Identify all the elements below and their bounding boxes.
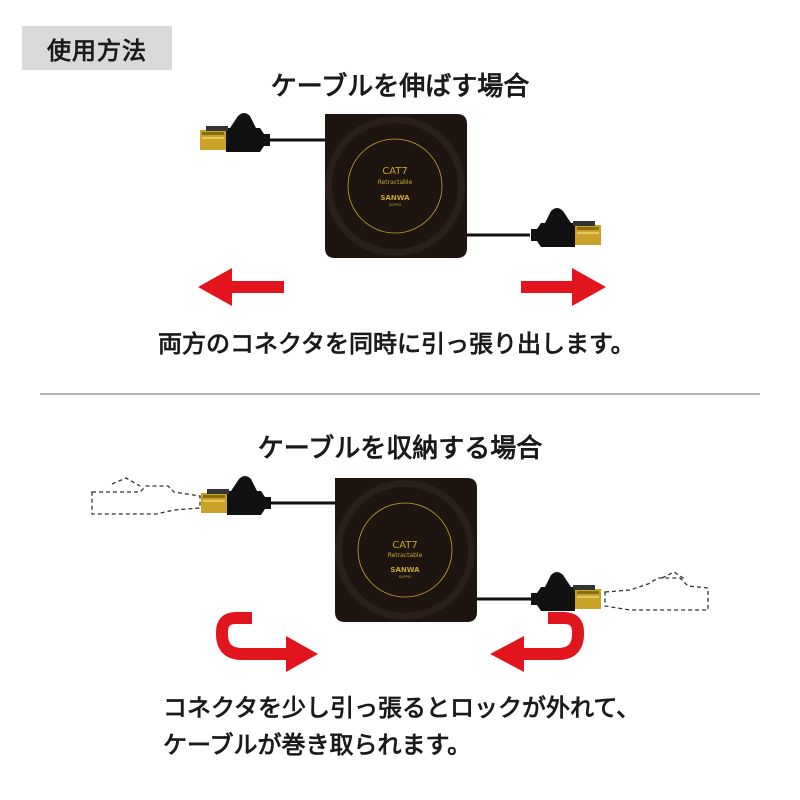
ghost-connector-left-icon [91,477,201,515]
reel-model-label: CAT7 [382,166,408,177]
section-badge: 使用方法 [22,26,172,70]
extend-cable-assembly: CAT7 Retractable SANWA SUPPLY [200,113,601,259]
retract-caption-line1: コネクタを少し引っ張るとロックが外れて、 [163,694,641,722]
reel-brand-label: SANWA [390,566,420,574]
arrow-left-icon [198,268,284,306]
ghost-connector-right-icon [604,571,709,611]
right-connector-icon [531,208,601,247]
retract-caption-line2: ケーブルが巻き取られます。 [163,731,472,759]
arrow-right-icon [521,268,606,306]
retract-heading: ケーブルを収納する場合 [257,434,543,464]
right-connector-icon [531,572,601,611]
extend-heading: ケーブルを伸ばす場合 [270,72,530,102]
reel-brand-sub-label: SUPPLY [389,203,402,207]
reel-brand-sub-label: SUPPLY [399,575,412,579]
left-connector-icon [201,476,271,515]
extend-caption: 両方のコネクタを同時に引っ張り出します。 [158,330,635,358]
reel-type-label: Retractable [388,552,423,559]
left-connector-icon [200,113,270,152]
section-divider [40,393,760,395]
reel-brand-label: SANWA [380,194,410,202]
retract-cable-assembly: CAT7 Retractable SANWA SUPPLY [91,476,709,623]
u-turn-arrow-left-icon [490,612,584,672]
cable-reel-icon: CAT7 Retractable SANWA SUPPLY [324,113,468,259]
u-turn-arrow-right-icon [216,612,318,672]
reel-model-label: CAT7 [392,540,418,551]
reel-type-label: Retractable [378,179,413,186]
cable-reel-icon: CAT7 Retractable SANWA SUPPLY [334,477,478,623]
